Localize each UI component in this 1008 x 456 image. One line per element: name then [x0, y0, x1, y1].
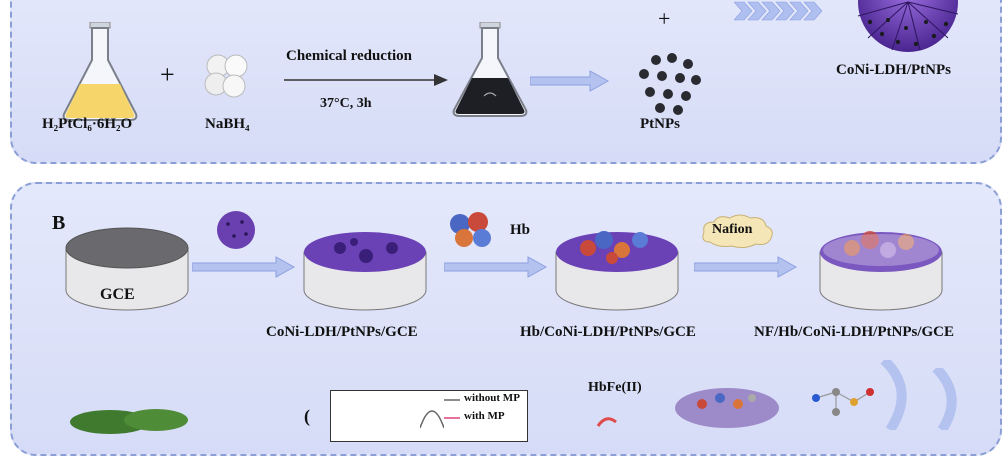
- curved-arrow-left: [880, 360, 920, 430]
- product-label: PtNPs: [640, 116, 680, 132]
- molecule-icon: [806, 378, 878, 422]
- gce-electrode-icon: [62, 226, 192, 316]
- panel-b-letter: B: [52, 212, 66, 234]
- reagent1-label: H₂PtCl₆·6H₂O: [42, 116, 133, 132]
- electrode-label: GCE: [100, 286, 135, 303]
- hbfe-label: HbFe(II): [588, 380, 642, 395]
- step3-label: NF/Hb/CoNi-LDH/PtNPs/GCE: [754, 324, 955, 340]
- hbfe-arrow-icon: [596, 414, 618, 428]
- arrow-b1: [192, 256, 296, 278]
- flask-black-icon: [448, 22, 532, 118]
- nafion-cloud-icon: [700, 214, 776, 250]
- curved-arrow-right: [930, 368, 970, 430]
- cucumber-icon: [70, 404, 190, 434]
- electrode-bottom-icon: [672, 378, 782, 428]
- ldh-sphere-small-icon: [214, 208, 258, 252]
- plus-sign: +: [160, 60, 175, 89]
- condition-top-label: Chemical reduction: [286, 48, 412, 64]
- reaction-arrow: [284, 70, 450, 90]
- legend-lines: [444, 396, 462, 422]
- ptnps-particles-icon: [634, 52, 704, 116]
- hb-label: Hb: [510, 222, 531, 238]
- arrow-b2: [444, 256, 548, 278]
- electrode-ldh-icon: [300, 230, 430, 316]
- electrode-nf-icon: [816, 226, 946, 316]
- arrow-to-ptnps: [530, 70, 610, 92]
- arrow-b3: [694, 256, 798, 278]
- final-product-label: CoNi-LDH/PtNPs: [836, 62, 951, 78]
- plus-sign-top: +: [658, 6, 671, 31]
- legend-without-mp: without MP: [464, 392, 520, 404]
- nafion-label: Nafion: [712, 222, 753, 237]
- electrode-hb-icon: [552, 226, 682, 316]
- flask-h2ptcl6-icon: [58, 22, 142, 122]
- graph-axis-letter: (: [304, 406, 310, 426]
- graph-peak: [420, 400, 444, 428]
- hb-protein-icon: [446, 210, 496, 250]
- coni-ldh-ptnps-sphere-icon: [848, 0, 968, 56]
- step2-label: Hb/CoNi-LDH/PtNPs/GCE: [520, 324, 696, 340]
- nabh4-pellets-icon: [202, 52, 252, 102]
- chevron-arrow: [734, 0, 834, 22]
- legend-with-mp: with MP: [464, 410, 505, 422]
- condition-bottom-label: 37°C, 3h: [320, 96, 372, 111]
- reagent2-label: NaBH₄: [205, 116, 250, 132]
- step1-label: CoNi-LDH/PtNPs/GCE: [266, 324, 418, 340]
